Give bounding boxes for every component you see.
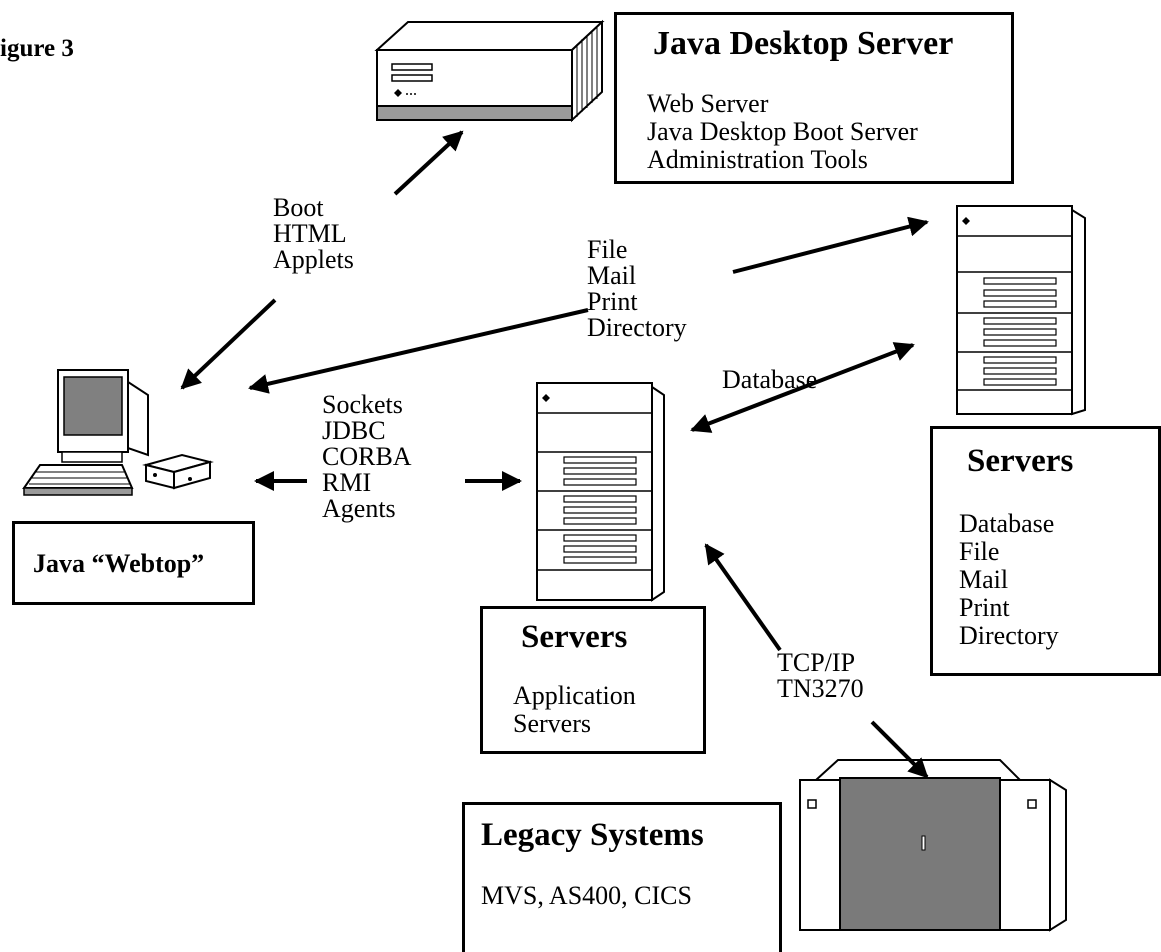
desktop-server-item: Web Server <box>647 89 769 118</box>
workstation-icon <box>22 369 214 496</box>
protocol-label: Sockets <box>322 390 403 419</box>
desktop-server-icon <box>374 19 605 123</box>
desktop-server-box: Java Desktop Server Web Server Java Desk… <box>614 12 1014 184</box>
right-servers-item: Mail <box>959 565 1009 594</box>
center-tower-server-icon <box>536 382 665 602</box>
right-servers-item: File <box>959 537 1000 566</box>
app-servers-item: Application <box>513 681 636 710</box>
desktop-server-item: Java Desktop Boot Server <box>647 117 918 146</box>
protocol-label: RMI <box>322 468 372 497</box>
connection-arrows <box>180 130 929 779</box>
service-label: Mail <box>587 261 637 290</box>
arrow-legacy-to-app-server <box>704 543 782 652</box>
desktop-server-title: Java Desktop Server <box>653 25 954 62</box>
arrow-to-desktop-server <box>393 130 464 196</box>
webtop-title: Java “Webtop” <box>33 549 205 578</box>
arrow-to-webtop <box>180 298 277 390</box>
app-servers-title: Servers <box>521 619 628 655</box>
service-label: File <box>587 235 628 264</box>
legacy-title: Legacy Systems <box>481 817 704 853</box>
legacy-link-label: TCP/IP <box>777 648 856 677</box>
database-label: Database <box>722 365 818 394</box>
boot-label: Boot <box>273 193 324 222</box>
service-label: Directory <box>587 313 687 342</box>
right-servers-title: Servers <box>967 443 1074 479</box>
figure-label: igure 3 <box>0 35 74 62</box>
boot-labels: Boot HTML Applets <box>273 195 354 273</box>
arrow-services-to-right-servers <box>732 216 929 274</box>
right-servers-box: Servers Database File Mail Print Directo… <box>930 426 1161 676</box>
arrow-database <box>690 342 915 433</box>
legacy-link-labels: TCP/IP TN3270 <box>777 650 864 702</box>
right-servers-item: Directory <box>959 621 1059 650</box>
legacy-box: Legacy Systems MVS, AS400, CICS <box>462 802 782 952</box>
right-servers-item: Database <box>959 509 1055 538</box>
service-labels: File Mail Print Directory <box>587 237 687 341</box>
desktop-server-item: Administration Tools <box>647 145 868 174</box>
legacy-link-label: TN3270 <box>777 674 864 703</box>
app-servers-box: Servers Application Servers <box>480 606 706 754</box>
arrow-services-to-webtop <box>248 308 589 394</box>
protocol-labels: Sockets JDBC CORBA RMI Agents <box>322 392 412 522</box>
boot-label: HTML <box>273 219 347 248</box>
right-servers-item: Print <box>959 593 1010 622</box>
app-servers-item: Servers <box>513 709 591 738</box>
protocol-label: Agents <box>322 494 396 523</box>
arrow-to-mainframe <box>870 720 929 779</box>
protocol-label: JDBC <box>322 416 386 445</box>
boot-label: Applets <box>273 245 354 274</box>
mainframe-icon <box>799 759 1067 932</box>
right-tower-server-icon <box>956 205 1086 416</box>
webtop-box: Java “Webtop” <box>12 521 255 605</box>
legacy-item: MVS, AS400, CICS <box>481 881 692 910</box>
service-label: Print <box>587 287 638 316</box>
protocol-label: CORBA <box>322 442 412 471</box>
